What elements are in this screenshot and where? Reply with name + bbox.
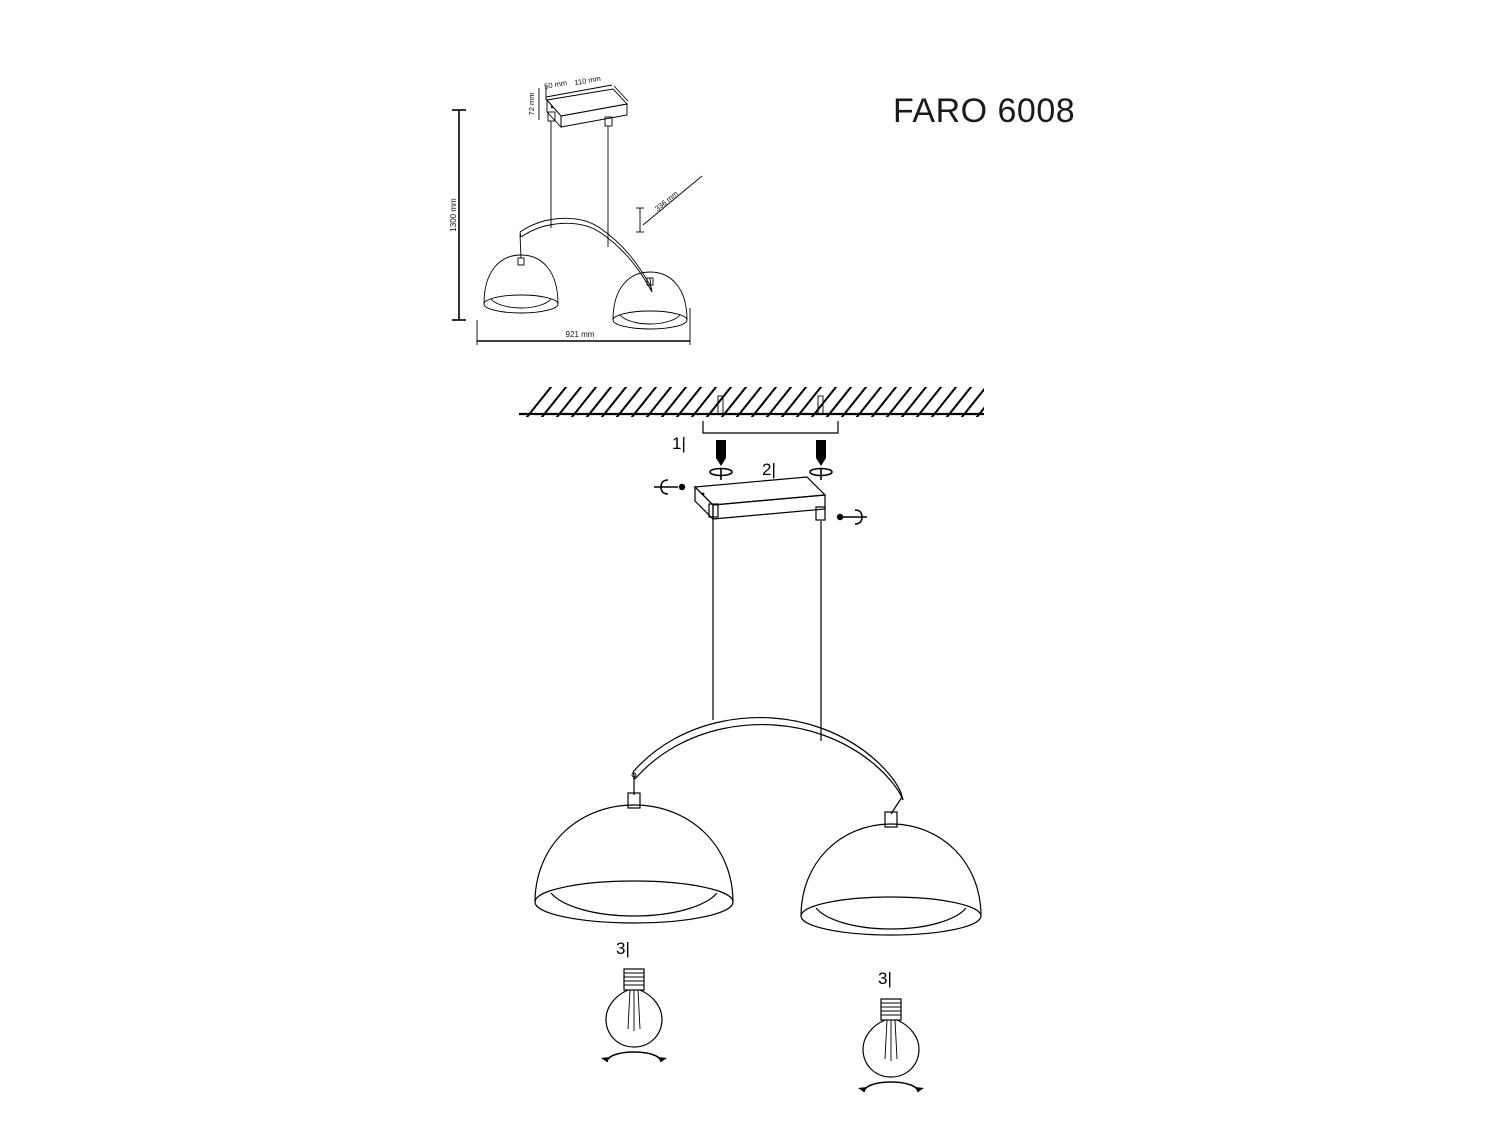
- ceiling-hatching: [519, 387, 984, 417]
- mounting-plate: [693, 476, 827, 521]
- rotate-arc-icon: [601, 1051, 667, 1063]
- curved-arm: [519, 217, 653, 293]
- step-1-label: 1|: [672, 434, 686, 453]
- width-dimension: 921 mm: [476, 308, 691, 345]
- screw-icon: [709, 440, 733, 480]
- rotate-arc-icon: [858, 1081, 924, 1093]
- shade-diameter-dimension: 336 mm: [636, 175, 703, 233]
- canopy-depth-label: 50 mm: [543, 78, 567, 91]
- screw-icon: [809, 440, 833, 480]
- step-3-label-right: 3|: [878, 969, 892, 988]
- shade-left: [483, 254, 559, 314]
- step-3a-group: 3|: [601, 939, 667, 1063]
- step-2-label: 2|: [762, 460, 776, 479]
- step-3b-group: 3|: [858, 969, 924, 1093]
- width-dimension-label: 921 mm: [566, 330, 595, 339]
- shade-diameter-label: 336 mm: [653, 189, 680, 213]
- canopy-plate: [546, 88, 628, 129]
- shade-right-main: [800, 811, 982, 936]
- shade-right: [612, 271, 688, 330]
- assembly-drawing: 1| 2|: [519, 387, 984, 1093]
- canopy-height-label: 72 mm: [527, 93, 536, 116]
- light-bulb-icon: [601, 968, 667, 1063]
- suspension-rods: [550, 121, 609, 247]
- height-dimension-label: 1300 mm: [449, 198, 458, 232]
- curved-arm-main: [631, 717, 904, 815]
- canopy-length-label: 110 mm: [574, 74, 602, 87]
- screwdriver-icon: [836, 509, 867, 525]
- height-dimension: 1300 mm: [449, 109, 466, 321]
- overview-drawing: 1300 mm 921 mm 50 mm: [449, 74, 703, 345]
- page-title: FARO 6008: [893, 92, 1076, 130]
- screwdriver-icon: [654, 479, 686, 495]
- step-2-group: 2|: [654, 460, 867, 525]
- step-3-label-left: 3|: [616, 939, 630, 958]
- shade-left-main: [534, 792, 734, 924]
- suspension-rods-main: [712, 518, 822, 741]
- step-1-group: 1|: [672, 421, 839, 480]
- light-bulb-icon: [858, 998, 924, 1093]
